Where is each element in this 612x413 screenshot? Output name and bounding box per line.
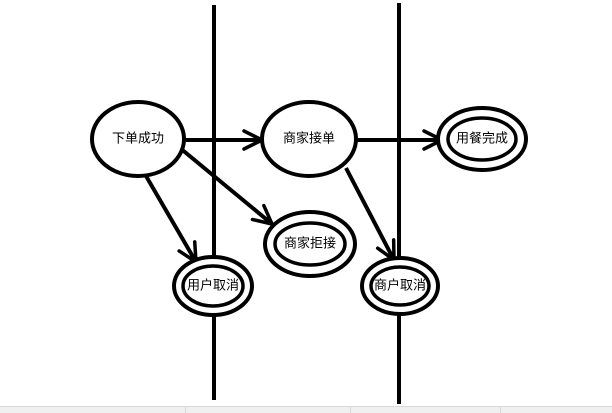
bottom-edge-divider xyxy=(500,406,501,413)
node-label: 商家拒接 xyxy=(284,236,336,252)
edge-order-to-reject xyxy=(178,146,274,226)
node-label: 下单成功 xyxy=(112,132,164,147)
edge-order-to-user-cancel xyxy=(144,174,198,264)
canvas-bottom-edge xyxy=(0,406,612,413)
node-order-success[interactable]: 下单成功 xyxy=(90,100,186,178)
node-label: 用户取消 xyxy=(187,278,239,294)
node-user-cancel[interactable]: 用户取消 xyxy=(172,255,254,317)
node-merchant-accept[interactable]: 商家接单 xyxy=(260,100,358,178)
node-merchant-cancel[interactable]: 商户取消 xyxy=(360,256,440,316)
edges-layer xyxy=(144,129,444,264)
node-label: 商户取消 xyxy=(374,278,426,294)
edge-accept-to-merchant-cancel xyxy=(344,167,396,262)
node-label: 商家接单 xyxy=(283,131,335,147)
node-label: 用餐完成 xyxy=(456,131,508,147)
bottom-edge-divider xyxy=(185,406,186,413)
bottom-edge-divider xyxy=(350,406,351,413)
node-merchant-reject[interactable]: 商家拒接 xyxy=(263,210,357,278)
node-meal-complete[interactable]: 用餐完成 xyxy=(436,106,528,172)
